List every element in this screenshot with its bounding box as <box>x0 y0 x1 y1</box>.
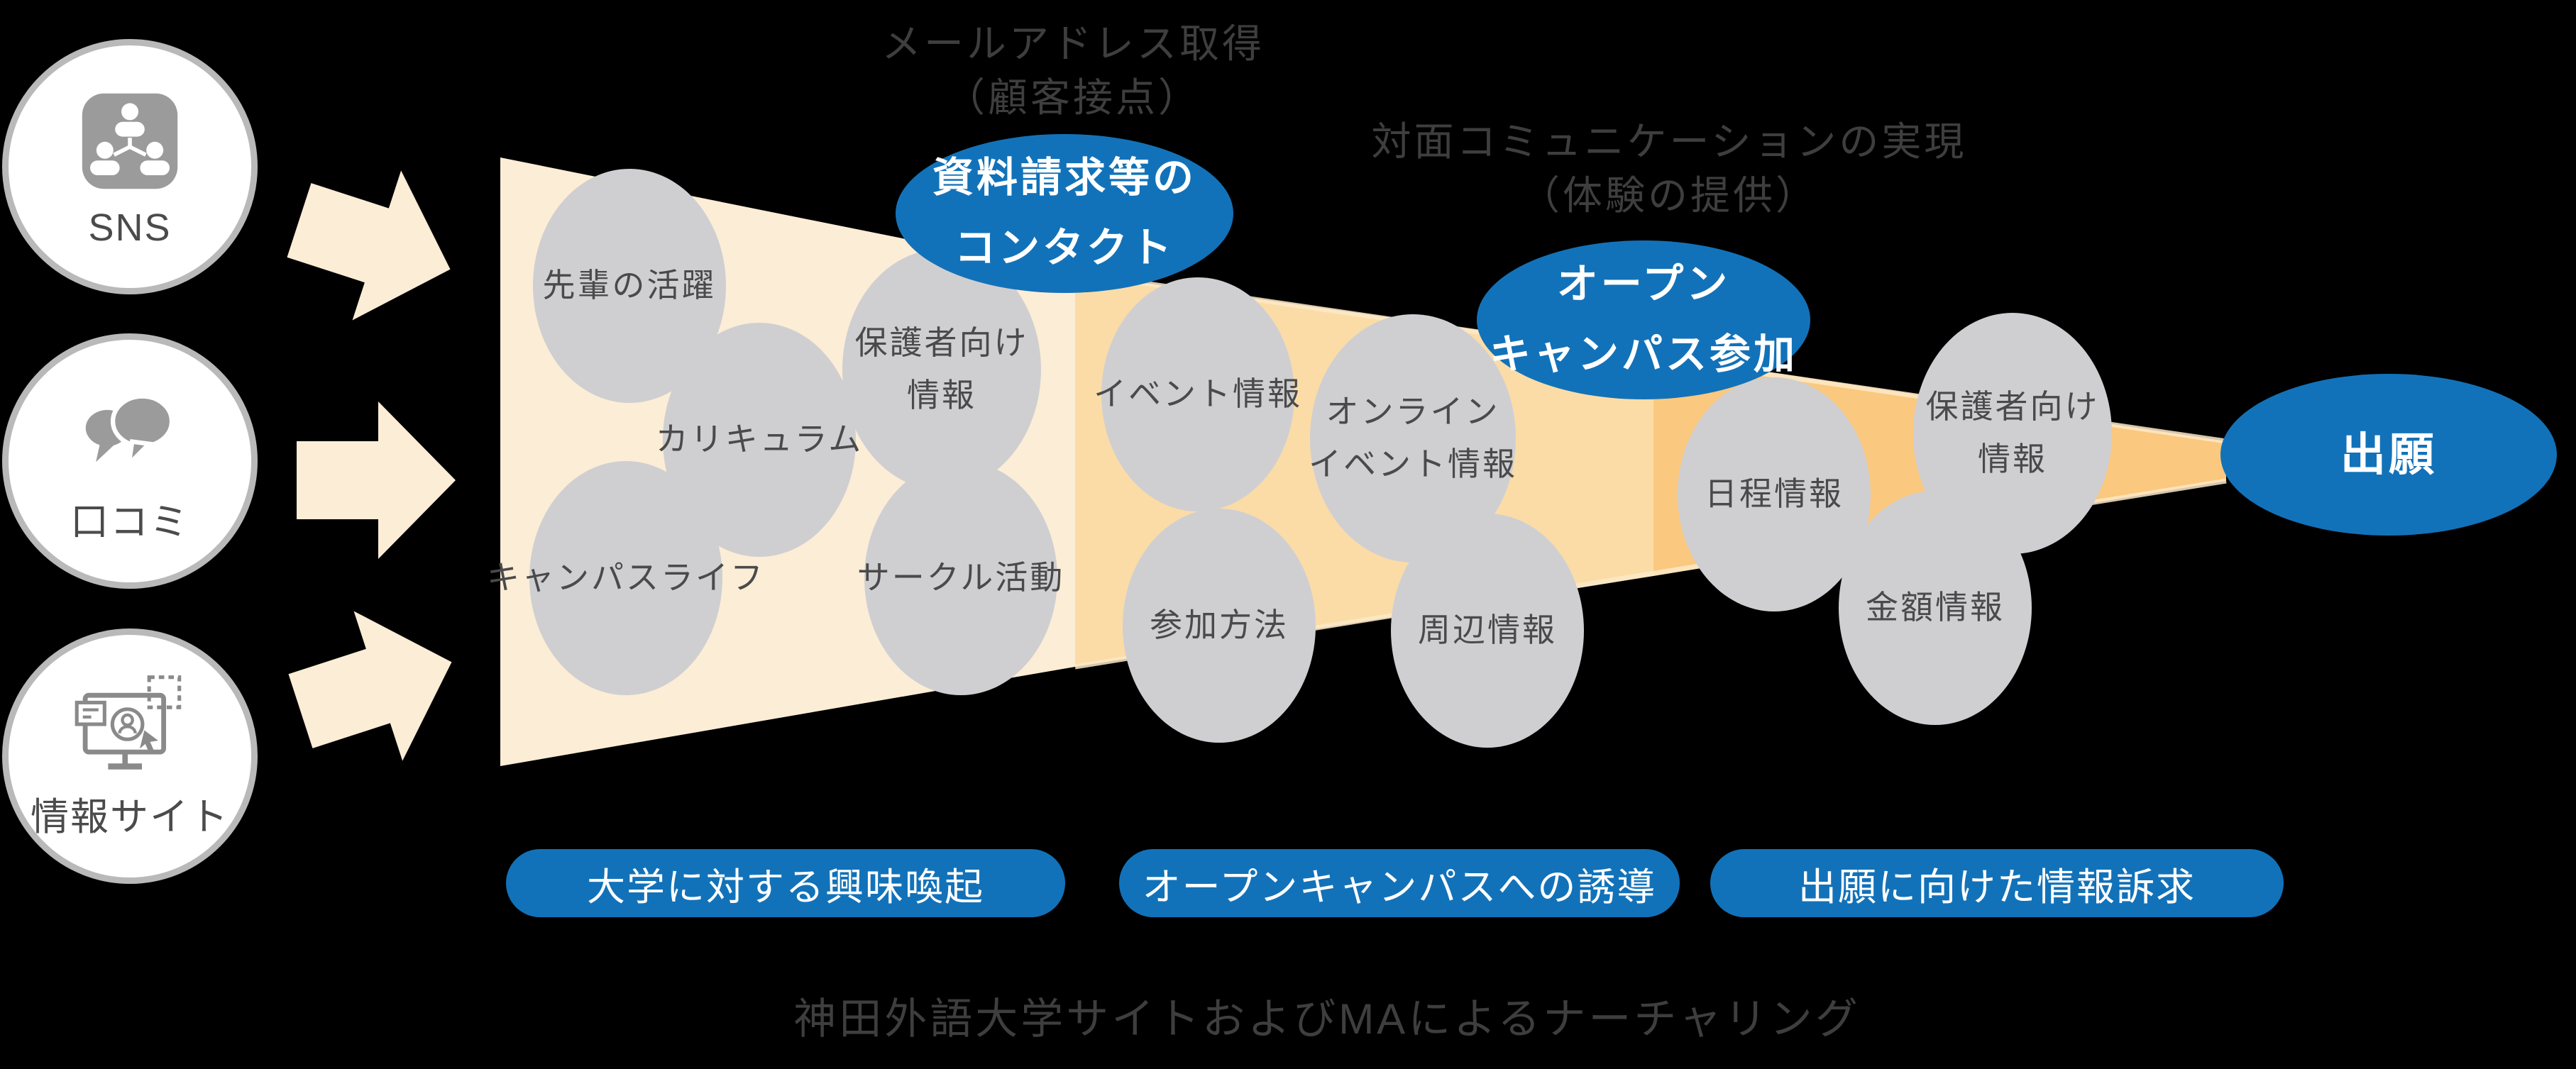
topic-label: オンライン <box>1326 393 1500 431</box>
topic-label: サークル活動 <box>857 559 1065 597</box>
milestone-label: オープン <box>1556 261 1731 308</box>
topic-bubble: 日程情報 <box>1678 377 1871 611</box>
arrow-right-icon <box>287 170 451 321</box>
milestone-label: キャンパス参加 <box>1489 331 1798 377</box>
stage-label-taimen: 対面コミュニケーションの実現 （体験の提供） <box>1372 115 1967 222</box>
topic-label: イベント情報 <box>1309 445 1517 482</box>
arrow-right-icon <box>297 401 456 559</box>
milestone-shutsugan: 出願 <box>2220 374 2557 536</box>
source-label: SNS <box>88 206 172 249</box>
people-network-icon <box>73 84 187 201</box>
topic-label: 情報 <box>907 377 976 414</box>
topic-label: 周辺情報 <box>1418 611 1557 649</box>
action-label: 出願に向けた情報訴求 <box>1798 865 2196 909</box>
action-pill-opencampus: オープンキャンパスへの誘導 <box>1119 849 1680 917</box>
website-monitor-icon <box>70 671 190 781</box>
milestone-label: 資料請求等の <box>932 155 1196 201</box>
topic-bubble: 参加方法 <box>1123 509 1316 743</box>
source-joho-site: 情報サイト <box>2 628 258 884</box>
topic-bubble: サークル活動 <box>857 461 1062 695</box>
stage-label-line: （体験の提供） <box>1519 172 1818 218</box>
action-pill-application: 出願に向けた情報訴求 <box>1710 849 2284 917</box>
source-label: 情報サイト <box>31 796 229 838</box>
topic-bubble: イベント情報 <box>1094 277 1300 511</box>
milestone-shiryo-seikyu: 資料請求等の コンタクト <box>896 134 1233 293</box>
milestone-open-campus: オープン キャンパス参加 <box>1477 240 1810 399</box>
topic-label: 情報 <box>1978 441 2047 477</box>
topic-bubble: 周辺情報 <box>1391 514 1584 748</box>
topic-label: 日程情報 <box>1705 475 1844 513</box>
stage-label-line: 対面コミュニケーションの実現 <box>1371 119 1967 164</box>
topic-bubble: キャンパスライフ <box>487 461 763 695</box>
speech-bubbles-icon <box>73 376 187 486</box>
topic-label: 金額情報 <box>1866 589 2005 626</box>
topic-bubble: オンライン イベント情報 <box>1309 314 1517 563</box>
arrow-right-icon <box>288 611 452 761</box>
milestone-label: コンタクト <box>954 225 1174 271</box>
stage-label-line: メールアドレス取得 <box>881 21 1265 66</box>
topic-label: イベント情報 <box>1094 375 1302 413</box>
stage-label-line: （顧客接点） <box>945 74 1201 120</box>
source-sns: SNS <box>2 39 258 294</box>
stage-label-mail: メールアドレス取得 （顧客接点） <box>881 17 1265 124</box>
topic-label: 参加方法 <box>1150 606 1289 644</box>
topic-label: 先輩の活躍 <box>542 267 717 304</box>
source-kuchikomi: 口コミ <box>2 333 258 589</box>
topic-label: 保護者向け <box>854 324 1029 362</box>
source-label: 口コミ <box>70 501 189 543</box>
action-label: オープンキャンパスへの誘導 <box>1142 865 1657 909</box>
topic-bubble: 保護者向け 情報 <box>842 249 1041 490</box>
topic-label: キャンパスライフ <box>487 559 765 597</box>
action-label: 大学に対する興味喚起 <box>587 865 984 909</box>
topic-bubble: 保護者向け 情報 <box>1913 313 2112 554</box>
topic-label: カリキュラム <box>655 421 864 458</box>
milestone-label: 出願 <box>2340 428 2437 480</box>
bottom-caption: 神田外語大学サイトおよびMAによるナーチャリング <box>793 995 1861 1043</box>
topic-label: 保護者向け <box>1925 388 2100 426</box>
action-pill-interest: 大学に対する興味喚起 <box>506 849 1065 917</box>
